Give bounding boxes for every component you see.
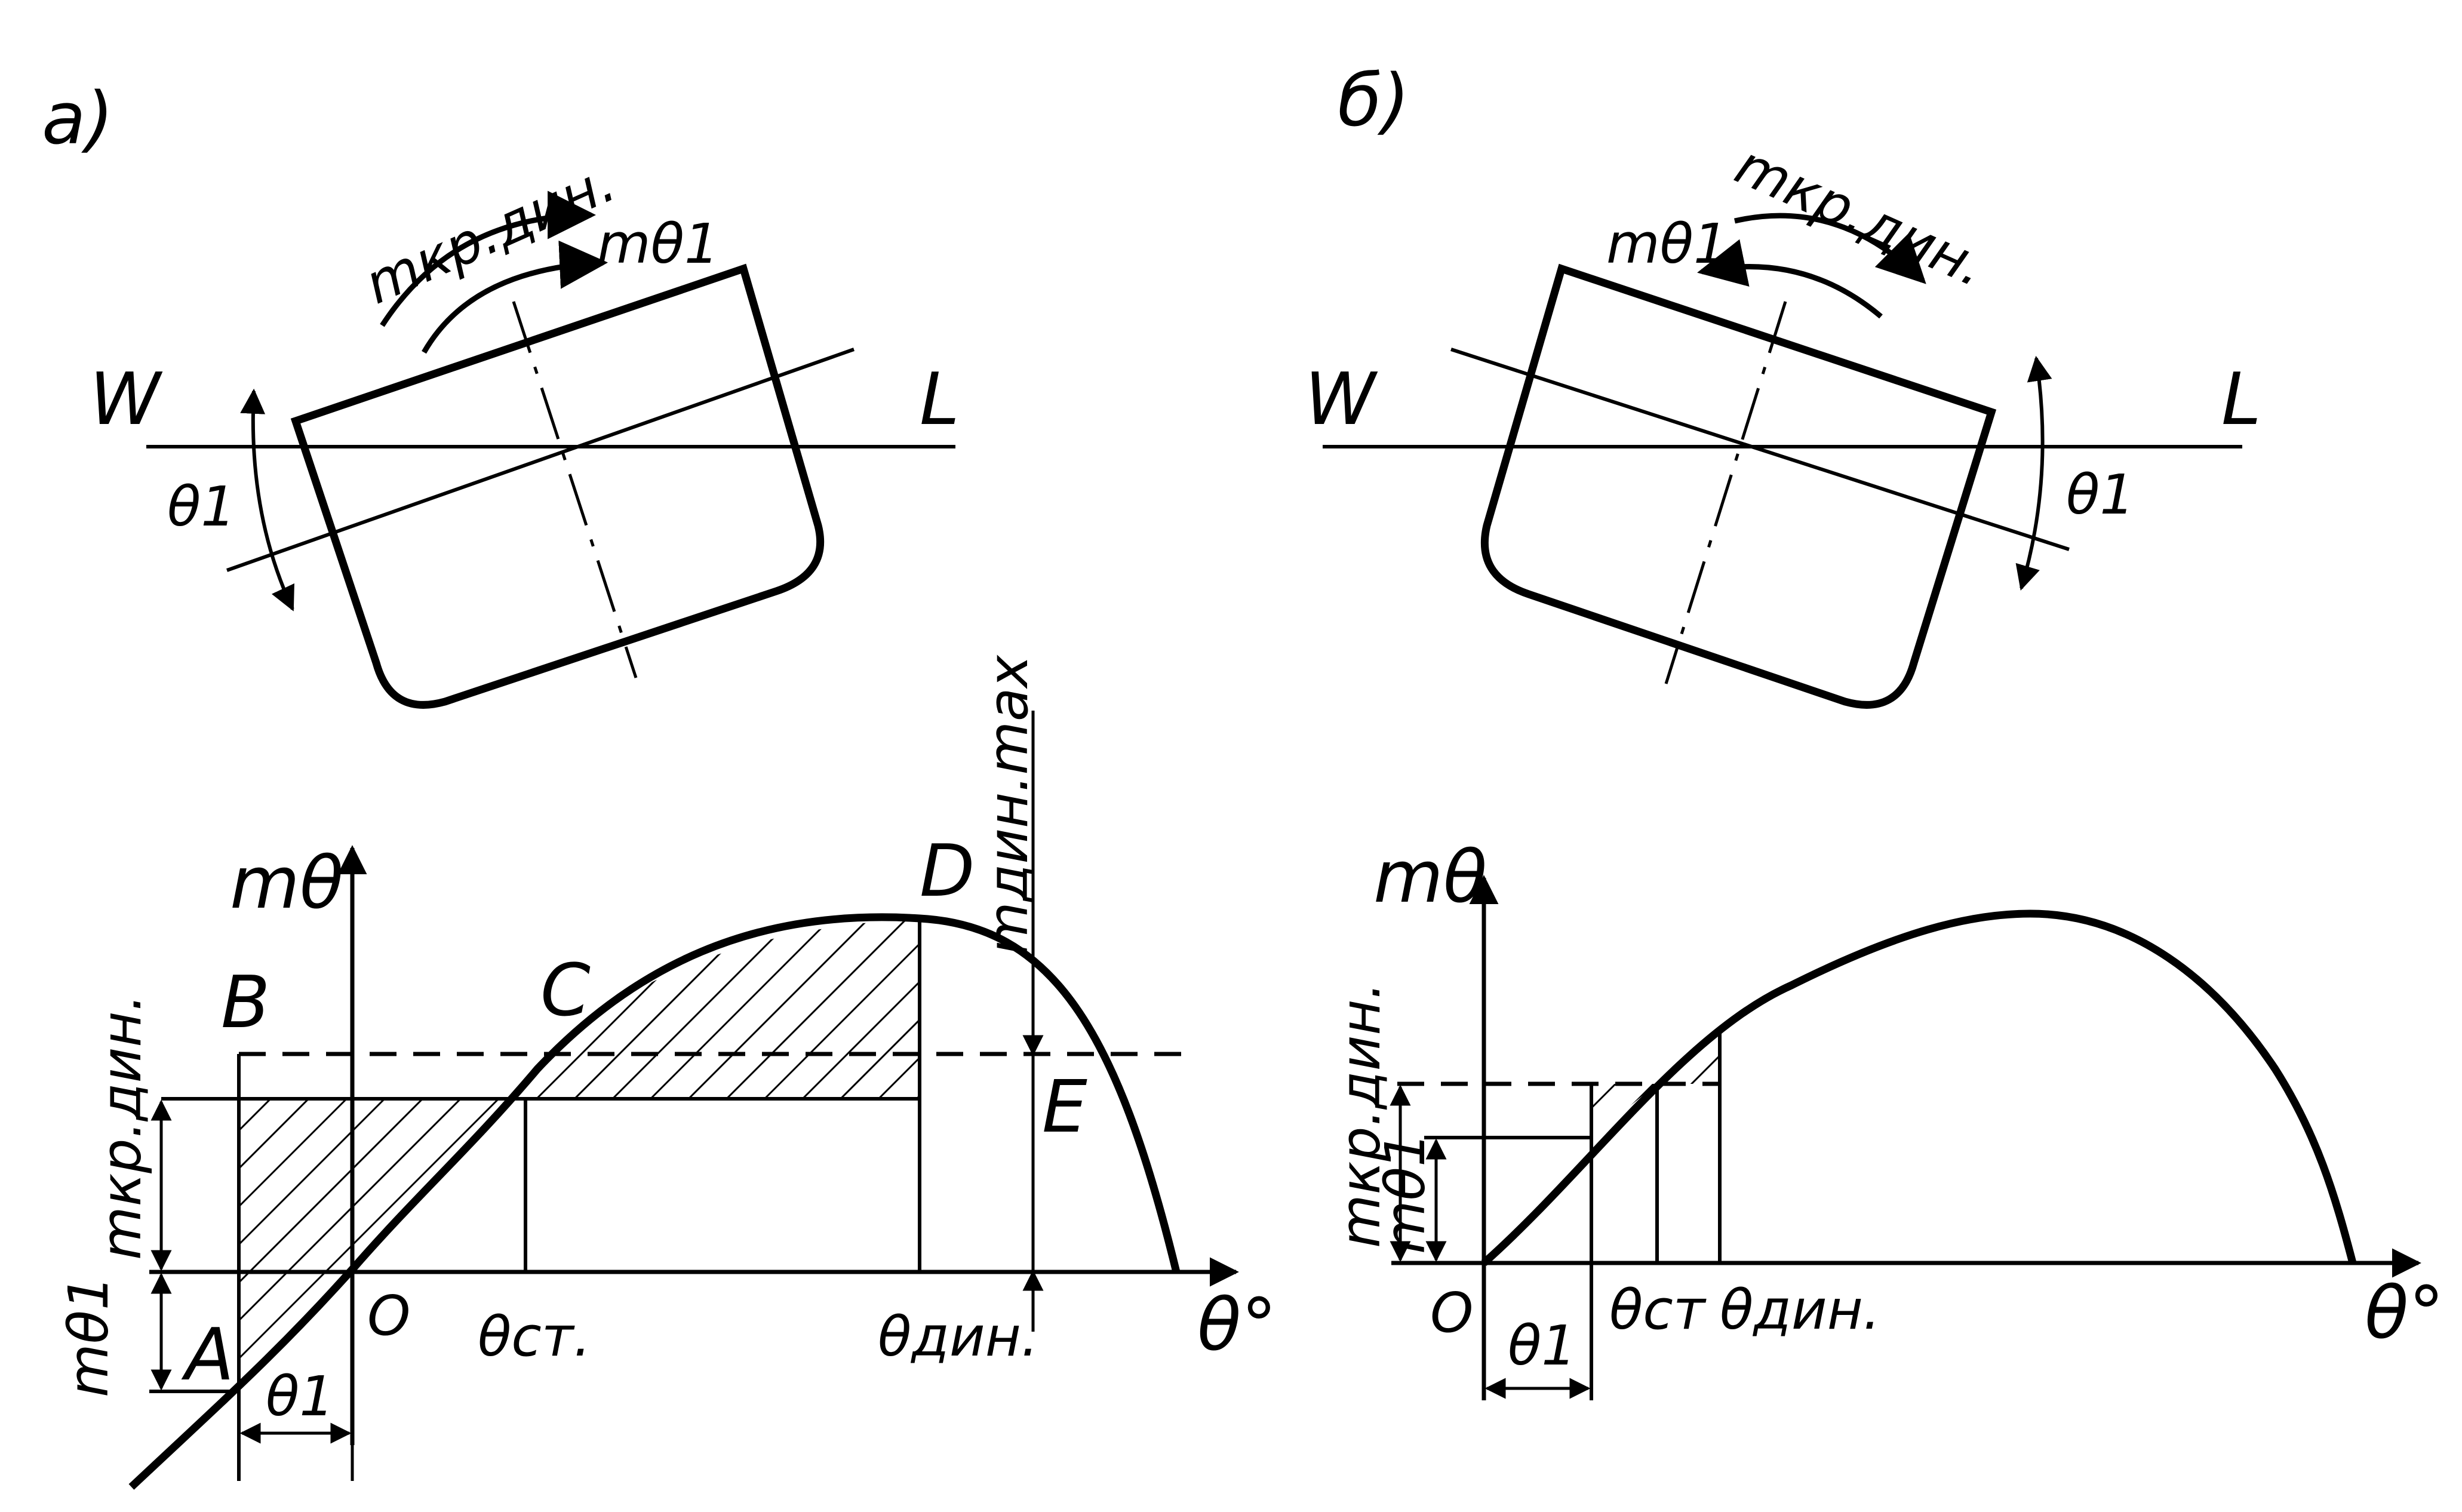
panel-b-graph: mθ θ° O θст θдин. θ1 mкр.дин. mθ1 [1329, 836, 2444, 1400]
panel-b-waterline-right: L [2221, 358, 2261, 441]
panel-a-point-A: A [181, 1314, 234, 1397]
panel-b-x-axis-label: θ° [2365, 1272, 2444, 1355]
panel-b-heeling-moment-arrow [1733, 213, 1926, 284]
panel-b-heel-angle-label: θ1 [2066, 463, 2135, 527]
panel-a-waterline-left: W [90, 358, 163, 441]
panel-a-point-E: E [1042, 1066, 1087, 1149]
panel-a-waterline-right: L [920, 358, 960, 441]
panel-a-heel-angle-label: θ1 [167, 475, 236, 539]
panel-b-theta-static-label: θст [1609, 1278, 1707, 1342]
panel-b-initial-moment-label: mθ1 [1373, 1132, 1437, 1254]
panel-a-theta1-label: θ1 [266, 1365, 334, 1428]
panel-a-heeling-moment-arrow [380, 190, 597, 327]
panel-b-hull [1480, 263, 1997, 709]
panel-a-heeled-waterline [226, 348, 855, 572]
panel-b-centerline [1664, 301, 1787, 684]
panel-a-initial-moment-label: mθ1 [57, 1276, 121, 1397]
panel-b: б) W L θ1 mкр.дин. mθ1 [1305, 60, 2444, 1400]
panel-b-waterline-left: W [1305, 358, 1378, 441]
panel-b-stability-curve [1481, 909, 2357, 1266]
panel-a-theta-static-label: θст. [478, 1305, 591, 1369]
panel-a-stability-curve [128, 913, 1181, 1490]
panel-a-y-axis-label: mθ [230, 842, 343, 925]
panel-a-origin-label: O [367, 1284, 410, 1348]
panel-a-hull [290, 263, 825, 709]
panel-b-restoring-moment-label: mθ1 [1606, 212, 1728, 276]
panel-b-ship: W L θ1 mкр.дин. mθ1 [1305, 133, 2261, 709]
panel-a-centerline [512, 301, 638, 678]
panel-a-point-B: B [221, 961, 270, 1044]
panel-a-max-moment-label: mдин.max [976, 654, 1040, 955]
panel-b-heel-angle-arc [2015, 355, 2052, 591]
panel-a-graph: mθ θ° O A B C D E θст. θдин. θ1 mдин.max… [57, 654, 1277, 1490]
panel-b-heel-moment-label: mкр.дин. [1329, 982, 1393, 1248]
panel-a-theta-dynamic-label: θдин. [878, 1305, 1038, 1369]
panel-a-restoring-moment-arrow [422, 240, 608, 354]
panel-b-theta-dynamic-label: θдин. [1720, 1278, 1880, 1342]
panel-b-label: б) [1338, 60, 1410, 143]
panel-a-restoring-moment-label: mθ1 [597, 212, 719, 276]
panel-b-restoring-moment-arrow [1697, 239, 1883, 319]
panel-a-point-C: C [540, 949, 591, 1032]
panel-b-origin-label: O [1430, 1281, 1473, 1345]
panel-a-label: а) [42, 78, 113, 161]
panel-a: а) W L θ1 mкр.дин. mθ1 [42, 78, 1277, 1490]
panel-b-y-axis-label: mθ [1373, 836, 1487, 919]
panel-a-heel-angle-arc [240, 388, 294, 611]
panel-a-x-axis-label: θ° [1197, 1284, 1277, 1367]
panel-b-heeled-waterline [1450, 348, 2070, 551]
panel-a-point-D: D [920, 830, 975, 913]
panel-b-hatched-area-lower [1591, 1084, 1657, 1138]
panel-a-heel-moment-label: mкр.дин. [90, 994, 153, 1260]
panel-b-theta1-label: θ1 [1508, 1314, 1576, 1378]
panel-a-ship: W L θ1 mкр.дин. mθ1 [90, 150, 960, 709]
